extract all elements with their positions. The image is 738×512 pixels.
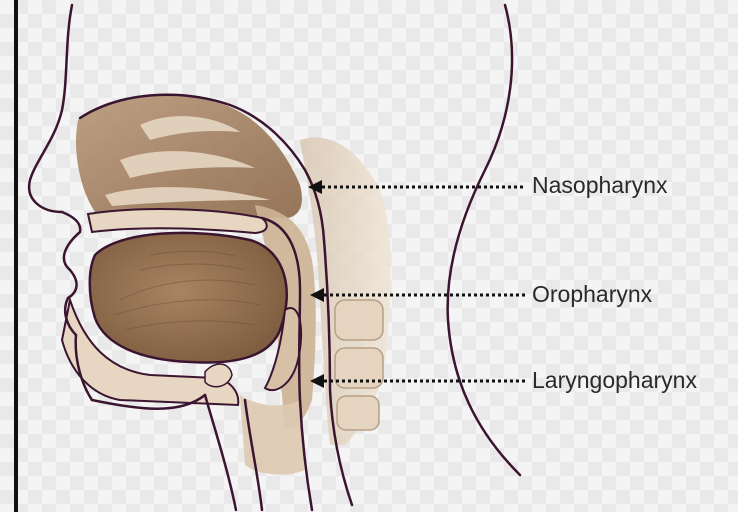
label-laryngopharynx: Laryngopharynx — [532, 369, 697, 392]
vertebra-1 — [335, 300, 383, 340]
vertebra-3 — [337, 396, 379, 430]
label-nasopharynx: Nasopharynx — [532, 174, 668, 197]
label-oropharynx: Oropharynx — [532, 283, 652, 306]
tongue — [90, 233, 287, 363]
